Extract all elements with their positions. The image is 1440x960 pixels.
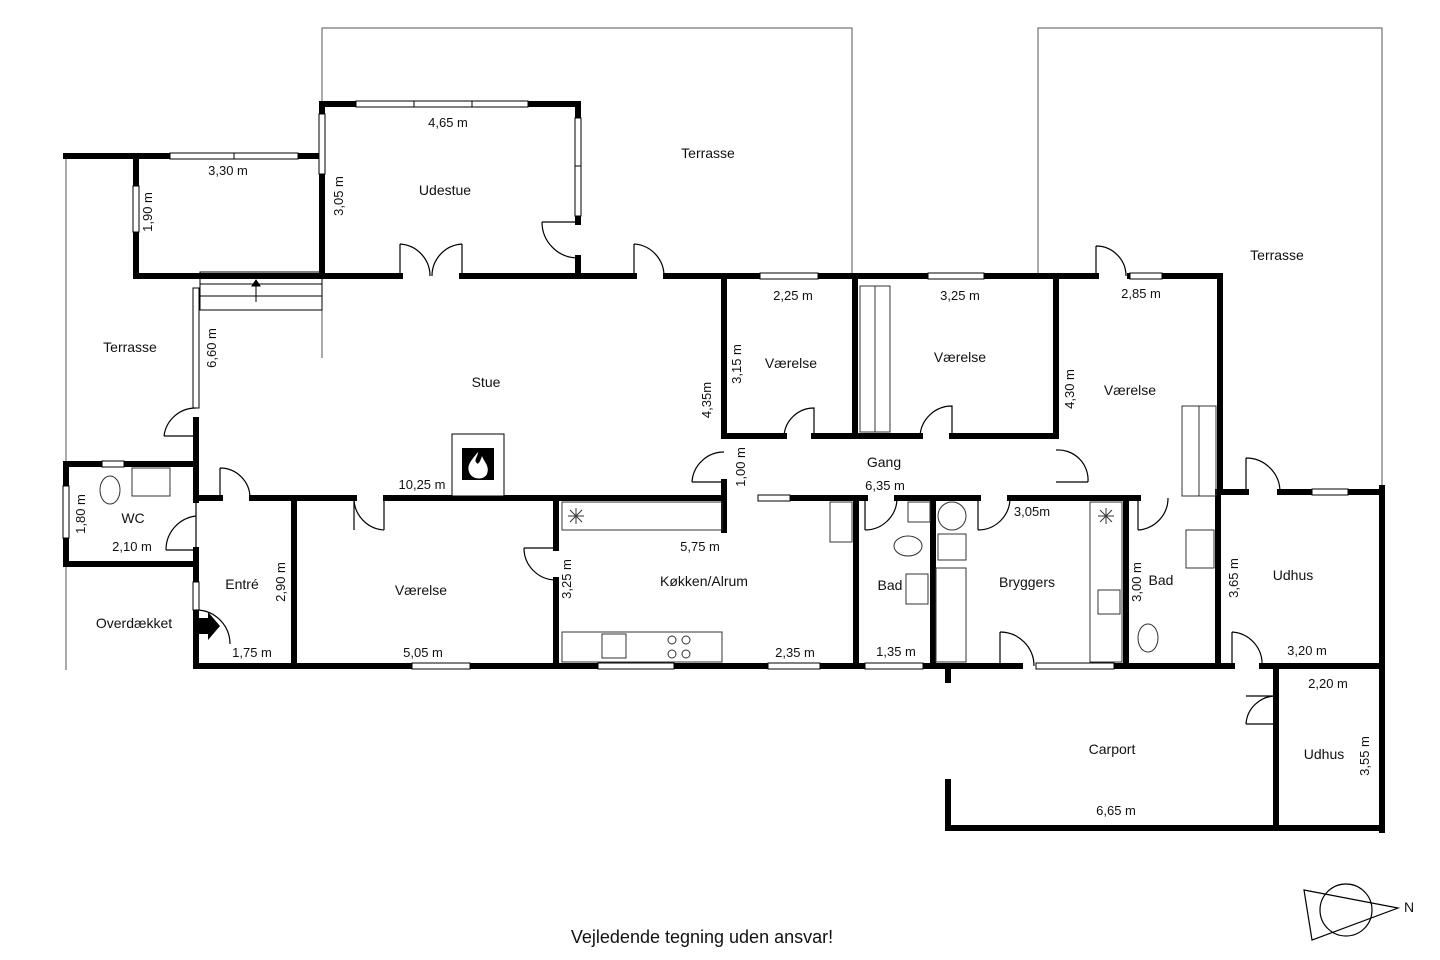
room-terrasse-right: Terrasse: [1250, 247, 1304, 263]
room-gang: Gang: [867, 454, 901, 470]
disclaimer: Vejledende tegning uden ansvar!: [571, 927, 833, 947]
dim-koekken-w2: 2,35 m: [775, 645, 815, 660]
room-vaerelse-1: Værelse: [765, 355, 817, 371]
dim-v3-h: 4,30 m: [1062, 369, 1077, 409]
dim-koekken-h: 3,25 m: [559, 559, 574, 599]
windows: [62, 100, 1349, 670]
room-terrasse-left: Terrasse: [103, 339, 157, 355]
room-udhus-1: Udhus: [1273, 567, 1313, 583]
kitchen-fixtures: [561, 501, 1123, 663]
dim-stue-h: 4,35m: [699, 382, 714, 418]
room-bryggers: Bryggers: [999, 574, 1055, 590]
dim-annex-h: 1,90 m: [140, 192, 155, 232]
room-carport: Carport: [1089, 741, 1136, 757]
dim-stue-w: 10,25 m: [399, 477, 446, 492]
dim-annex-w: 3,30 m: [208, 163, 248, 178]
dim-bad1-w: 1,35 m: [876, 644, 916, 659]
dim-entre-h: 2,90 m: [273, 562, 288, 602]
wardrobes: [859, 285, 1217, 497]
dim-gang-w: 6,35 m: [865, 478, 905, 493]
room-stue: Stue: [472, 374, 501, 390]
dim-entre-w: 1,75 m: [232, 645, 272, 660]
dim-v1-w: 2,25 m: [773, 288, 813, 303]
compass-icon: [1303, 883, 1401, 941]
dim-v3-w: 2,85 m: [1121, 286, 1161, 301]
dim-v1-h: 3,15 m: [729, 344, 744, 384]
room-entre: Entré: [225, 576, 259, 592]
door-swings: [163, 221, 1281, 725]
bath-fixtures: [99, 467, 1215, 663]
vertical-dimension-labels: 3,05 m 1,90 m 6,60 m 3,15 m 4,35m 4,30 m…: [73, 176, 1372, 776]
snowflake-icon: [568, 508, 1114, 524]
compass-label: N: [1404, 899, 1414, 915]
dim-terrasse-h: 6,60 m: [204, 328, 219, 368]
dim-v4-w: 5,05 m: [403, 645, 443, 660]
fireplace: [451, 433, 505, 497]
dim-carport-w: 6,65 m: [1096, 803, 1136, 818]
room-udhus-2: Udhus: [1304, 746, 1344, 762]
room-overdaekket: Overdækket: [96, 615, 172, 631]
dim-v2-w: 3,25 m: [940, 288, 980, 303]
room-vaerelse-3: Værelse: [1104, 382, 1156, 398]
dimension-labels: 4,65 m 3,30 m 2,25 m 3,25 m 2,85 m 10,25…: [112, 115, 1348, 818]
dim-udhus1-h: 3,65 m: [1226, 558, 1241, 598]
room-vaerelse-2: Værelse: [934, 349, 986, 365]
room-vaerelse-4: Værelse: [395, 582, 447, 598]
room-udestue: Udestue: [419, 182, 471, 198]
dim-udhus1-w: 3,20 m: [1287, 643, 1327, 658]
steps: [199, 271, 323, 311]
room-terrasse-top: Terrasse: [681, 145, 735, 161]
walls: [63, 101, 1385, 833]
dim-koekken-w: 5,75 m: [680, 539, 720, 554]
dim-udestue-h: 3,05 m: [331, 176, 346, 216]
room-wc: WC: [121, 510, 144, 526]
room-bad-1: Bad: [878, 577, 903, 593]
dim-udhus2-h: 3,55 m: [1357, 736, 1372, 776]
dim-bad2-h: 3,00 m: [1129, 562, 1144, 602]
arrow-right-icon: [196, 612, 220, 640]
dim-bryggers-w: 3,05m: [1014, 504, 1050, 519]
dim-udestue-w: 4,65 m: [428, 115, 468, 130]
room-labels: Udestue Terrasse Terrasse Terrasse Stue …: [96, 145, 1344, 762]
room-bad-2: Bad: [1149, 572, 1174, 588]
dim-wc-w: 2,10 m: [112, 539, 152, 554]
dim-wc-h: 1,80 m: [73, 494, 88, 534]
dim-gang-h: 1,00 m: [733, 447, 748, 487]
room-koekken: Køkken/Alrum: [660, 573, 748, 589]
fireplace-icon: [468, 452, 488, 479]
dim-udhus2-w: 2,20 m: [1308, 676, 1348, 691]
